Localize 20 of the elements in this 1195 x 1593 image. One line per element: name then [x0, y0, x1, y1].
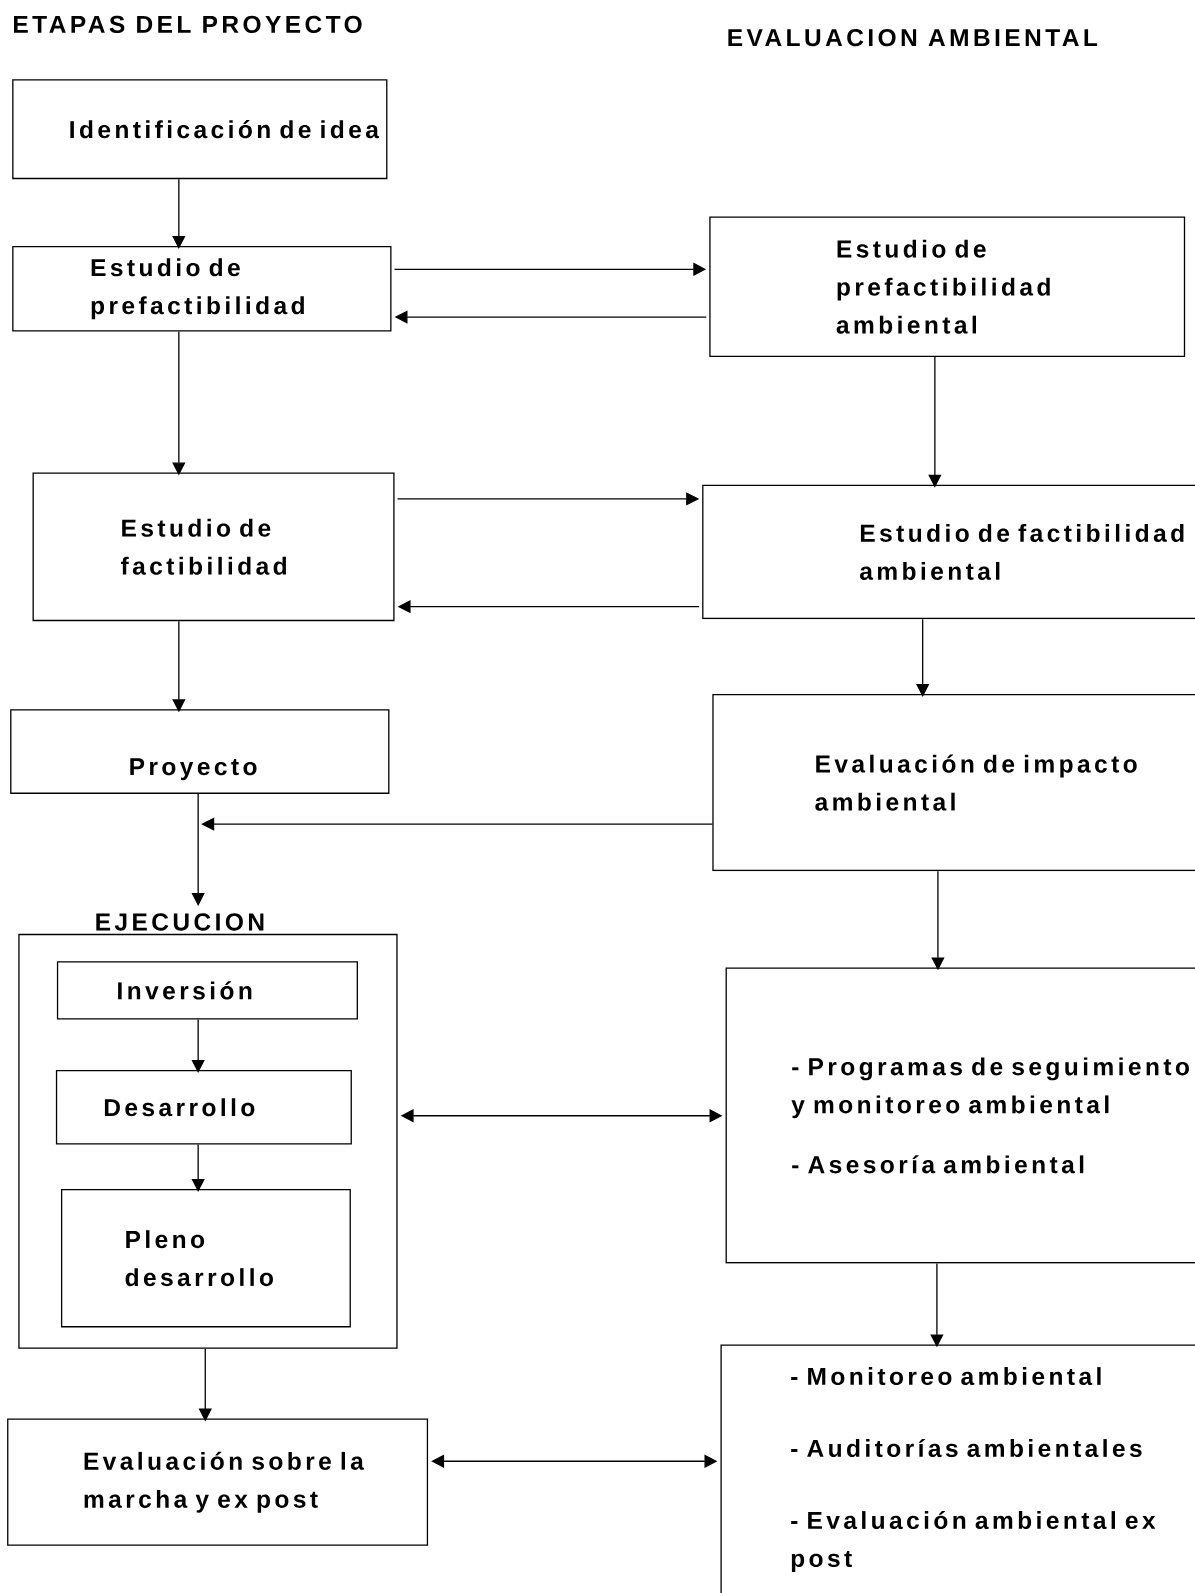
process-box: Inversión — [56, 961, 358, 1020]
process-box: - Monitoreo ambiental - Auditorías ambientales - Evaluación ambiental ex post — [720, 1344, 1195, 1593]
group-heading: EJECUCION — [96, 913, 264, 931]
process-box: Pleno desarrollo — [60, 1188, 351, 1328]
arrow — [191, 1143, 205, 1192]
process-box: Desarrollo — [55, 1070, 352, 1145]
process-box: Estudio de factibilidad ambiental — [702, 484, 1195, 620]
process-box: Evaluación de impacto ambiental — [712, 694, 1195, 872]
process-box: Identificación de idea — [12, 79, 388, 180]
process-box: - Programas de seguimiento y monitoreo ambiental - Asesoría ambiental — [725, 967, 1195, 1264]
arrow — [191, 1018, 205, 1073]
process-box: Estudio de factibilidad — [32, 472, 395, 622]
column-heading: EVALUACION AMBIENTAL — [728, 28, 1098, 47]
process-box: Proyecto — [10, 709, 390, 794]
process-box: Evaluación sobre la marcha y ex post — [7, 1418, 429, 1546]
arrow — [172, 178, 186, 249]
arrow — [916, 618, 930, 697]
column-heading: ETAPAS DEL PROYECTO — [14, 15, 362, 34]
process-box: Estudio de prefactibilidad — [12, 245, 392, 332]
process-box: Estudio de prefactibilidad ambiental — [709, 216, 1186, 357]
